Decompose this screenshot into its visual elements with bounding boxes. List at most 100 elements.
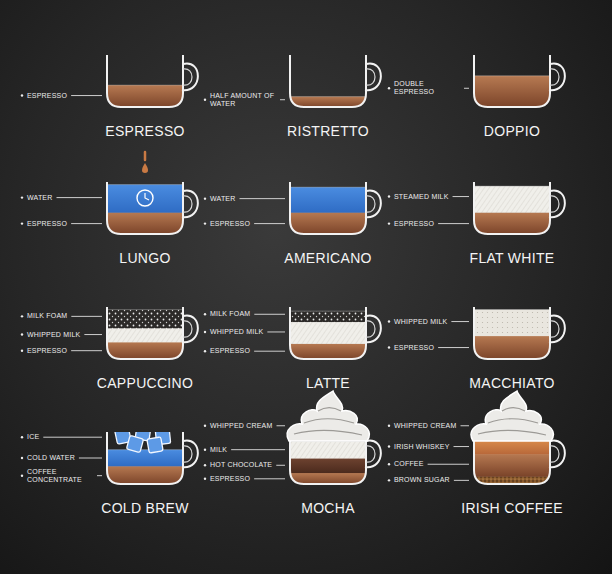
drink-layer	[105, 310, 185, 329]
cup-handle	[365, 440, 381, 467]
clock-icon	[137, 190, 153, 206]
coffee-stream	[144, 152, 147, 160]
bullet-dot	[21, 333, 23, 335]
ingredient-label: MILK	[210, 446, 227, 454]
leader-line	[71, 223, 102, 224]
cup-contents	[472, 440, 552, 484]
cup-handle-inner	[183, 446, 192, 462]
drink-name: CAPPUCCINO	[70, 375, 220, 391]
bullet-dot	[204, 99, 206, 101]
leader-line	[43, 437, 102, 438]
ingredient-label: HALF AMOUNT OF WATER	[210, 92, 276, 108]
leader-line	[71, 95, 102, 96]
bullet-dot	[204, 331, 206, 333]
leader-line	[277, 425, 286, 426]
drink-name: RISTRETTO	[253, 123, 403, 139]
drink-layer	[288, 212, 368, 234]
leader-line	[97, 475, 102, 476]
leader-line	[454, 446, 470, 447]
ingredient-label: ESPRESSO	[27, 347, 67, 355]
cup-contents	[288, 311, 368, 359]
ingredient-label: ESPRESSO	[210, 220, 250, 228]
leader-line	[254, 223, 285, 224]
bullet-dot	[21, 457, 23, 459]
drink-layer	[105, 450, 185, 467]
bullet-dot	[21, 222, 23, 224]
leader-line	[428, 464, 469, 465]
cup-handle	[365, 190, 381, 217]
leader-line	[71, 316, 102, 317]
bullet-dot	[388, 346, 390, 348]
ingredient-label: BROWN SUGAR	[394, 476, 450, 484]
drink-name: MOCHA	[253, 500, 403, 516]
ingredient-label: WHIPPED CREAM	[210, 422, 273, 430]
cup-handle-inner	[183, 196, 192, 212]
ingredient-label: ESPRESSO	[27, 92, 67, 100]
cup-contents	[288, 441, 368, 484]
bullet-dot	[388, 87, 390, 89]
drink-layer	[105, 212, 185, 234]
drink-layer	[105, 466, 185, 485]
cup-handle-inner	[366, 196, 375, 212]
bullet-dot	[388, 320, 390, 322]
drink-layer	[288, 458, 368, 473]
drink-name: AMERICANO	[253, 250, 403, 266]
layer-edge	[107, 449, 183, 450]
drink-name: MACCHIATO	[437, 375, 587, 391]
cream-swirl	[488, 419, 538, 423]
cup-handle-inner	[550, 446, 559, 462]
cup-outline	[290, 182, 366, 234]
leader-line	[254, 314, 285, 315]
layer-edge	[290, 96, 366, 97]
layer-edge	[107, 309, 183, 310]
ingredient-label: DOUBLE ESPRESSO	[394, 80, 460, 96]
drink-layer	[472, 336, 552, 360]
leader-line	[451, 321, 469, 322]
drink-layer	[288, 322, 368, 344]
ingredient-label: ICE	[27, 433, 39, 441]
ingredient-label: MILK FOAM	[210, 310, 250, 318]
cup-handle	[549, 440, 565, 467]
cup-handle-inner	[550, 196, 559, 212]
cup-contents	[472, 186, 552, 234]
layer-edge	[290, 187, 366, 188]
cup-handle	[182, 63, 198, 90]
cup-handle-inner	[183, 321, 192, 337]
bullet-dot	[204, 313, 206, 315]
cup-handle-inner	[550, 321, 559, 337]
cup-handle-inner	[550, 69, 559, 85]
cup-contents	[105, 310, 185, 360]
ingredient-label: ESPRESSO	[394, 344, 434, 352]
ingredient-label: COFFEE CONCENTRATE	[27, 468, 93, 484]
cup-outline	[290, 55, 366, 107]
drink-layer	[472, 440, 552, 454]
ingredient-label: WHIPPED CREAM	[394, 422, 457, 430]
cup-outline	[107, 182, 183, 234]
leader-line	[276, 465, 285, 466]
bullet-dot	[21, 474, 23, 476]
drink-layer	[288, 187, 368, 212]
layer-edge	[474, 186, 550, 187]
bullet-dot	[204, 197, 206, 199]
layer-edge	[290, 311, 366, 312]
bullet-dot	[204, 350, 206, 352]
leader-line	[454, 480, 469, 481]
drink-layer	[288, 311, 368, 322]
cup-handle-inner	[366, 69, 375, 85]
clock-hands	[145, 193, 149, 200]
ingredient-label: WHIPPED MILK	[394, 318, 447, 326]
drink-layer	[472, 212, 552, 234]
bullet-dot	[204, 448, 206, 450]
cup-contents	[105, 425, 185, 484]
cup-handle-inner	[366, 321, 375, 337]
bullet-dot	[388, 463, 390, 465]
ingredient-label: WHIPPED MILK	[27, 331, 80, 339]
leader-line	[71, 350, 102, 351]
bullet-dot	[204, 478, 206, 480]
drink-name: ESPRESSO	[70, 123, 220, 139]
leader-line	[280, 99, 285, 100]
layer-edge	[474, 75, 550, 76]
cup-handle	[365, 63, 381, 90]
bullet-dot	[21, 94, 23, 96]
ice-cube	[126, 435, 143, 452]
